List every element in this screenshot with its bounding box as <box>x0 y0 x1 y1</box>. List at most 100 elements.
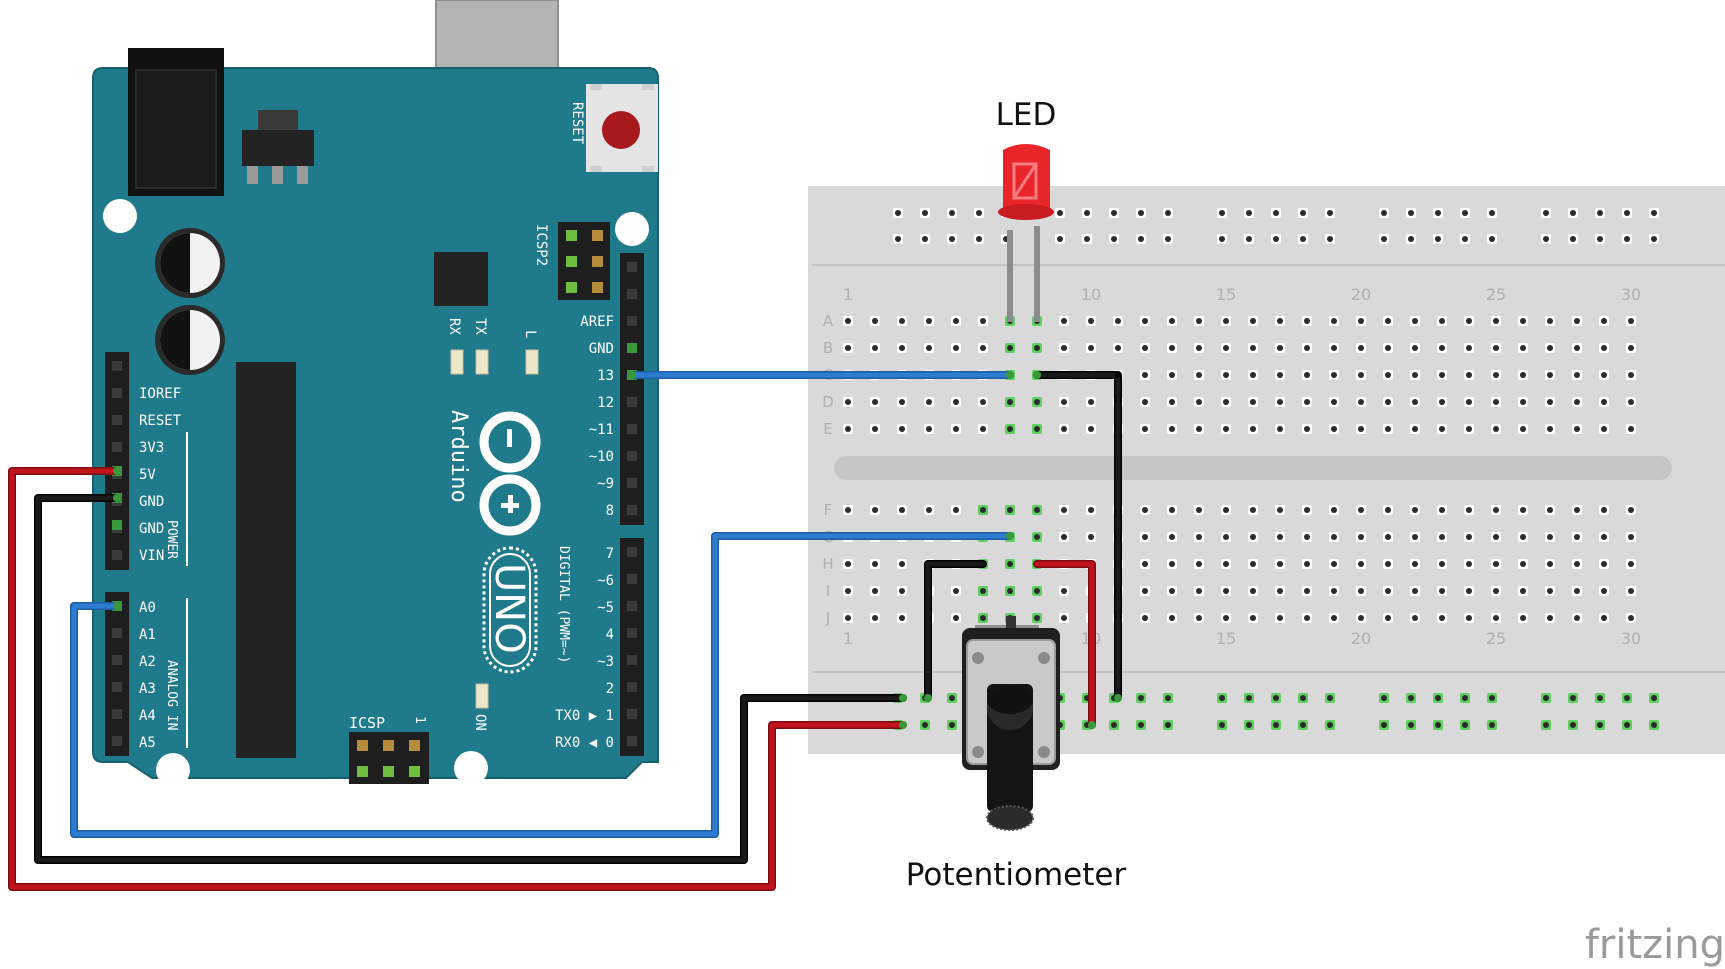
wire-pot-5v-red[interactable] <box>1033 560 1096 729</box>
breadboard-hole-center <box>1466 561 1472 567</box>
pin-labels: IOREFRESET3V35VGNDGNDVINA0A1A2A3A4A5AREF… <box>139 314 614 751</box>
rail-hole-center <box>976 210 982 216</box>
header-pin[interactable] <box>112 655 122 665</box>
breadboard-hole-center <box>1223 399 1229 405</box>
header-pin[interactable] <box>627 478 637 488</box>
breadboard-hole-center <box>1061 507 1067 513</box>
icsp-pin[interactable] <box>383 766 394 777</box>
potentiometer-component[interactable] <box>962 616 1060 831</box>
header-pin[interactable] <box>627 262 637 272</box>
icsp-pin[interactable] <box>409 766 420 777</box>
rail-hole-center <box>1489 722 1495 728</box>
breadboard-hole-center <box>1061 318 1067 324</box>
rail-hole-center <box>1462 210 1468 216</box>
header-pin[interactable] <box>112 550 122 560</box>
header-pin[interactable] <box>627 451 637 461</box>
breadboard-hole-center <box>1439 615 1445 621</box>
row-letter: J <box>825 609 830 627</box>
header-pin[interactable] <box>112 628 122 638</box>
analog-pin-label: A3 <box>139 681 156 697</box>
rail-hole-center <box>1570 236 1576 242</box>
breadboard-hole-center <box>845 345 851 351</box>
icsp-pin[interactable] <box>383 740 394 751</box>
breadboard-hole-center <box>1250 345 1256 351</box>
icsp-pin[interactable] <box>357 740 368 751</box>
header-pin[interactable] <box>627 574 637 584</box>
rail-hole-center <box>1219 210 1225 216</box>
breadboard-hole-center <box>953 588 959 594</box>
header-pin[interactable] <box>627 316 637 326</box>
breadboard-hole-center <box>872 588 878 594</box>
header-pin[interactable] <box>627 682 637 692</box>
power-header <box>105 352 129 570</box>
header-pin[interactable] <box>112 415 122 425</box>
icsp-pin[interactable] <box>357 766 368 777</box>
wire-pot-gnd-black[interactable] <box>924 560 987 702</box>
breadboard-hole-center <box>1088 318 1094 324</box>
rail-hole-center <box>1300 210 1306 216</box>
rail-hole-center <box>1111 722 1117 728</box>
breadboard-hole-center <box>1088 399 1094 405</box>
header-pin[interactable] <box>627 655 637 665</box>
breadboard-hole-center <box>1547 345 1553 351</box>
breadboard-hole-center <box>1628 345 1634 351</box>
power-pin-label: IOREF <box>139 386 181 402</box>
icsp2-pin[interactable] <box>592 230 603 241</box>
column-number: 1 <box>843 629 853 648</box>
breadboard-hole-center <box>1547 426 1553 432</box>
rail-hole-center <box>1435 210 1441 216</box>
header-pin[interactable] <box>627 709 637 719</box>
uno-badge <box>482 546 538 674</box>
header-pin[interactable] <box>627 628 637 638</box>
icsp-pin[interactable] <box>409 740 420 751</box>
icsp2-pin[interactable] <box>592 256 603 267</box>
wire-gnd-black[interactable] <box>34 494 907 864</box>
breadboard-hole-center <box>1628 534 1634 540</box>
header-pin[interactable] <box>112 388 122 398</box>
breadboard-hole-center <box>1358 534 1364 540</box>
header-pin[interactable] <box>627 736 637 746</box>
rail-hole-center <box>1219 695 1225 701</box>
icsp2-pin[interactable] <box>592 282 603 293</box>
rail-hole-center <box>1165 695 1171 701</box>
digital-header-bottom <box>620 538 644 756</box>
regulator-leg <box>272 166 283 184</box>
led-component[interactable] <box>998 144 1054 322</box>
digital-pin-label: ~11 <box>589 422 614 438</box>
breadboard-hole-center <box>1250 534 1256 540</box>
row-letter: A <box>823 312 834 330</box>
breadboard-hole-center <box>1277 426 1283 432</box>
header-pin[interactable] <box>112 736 122 746</box>
rail-hole-center <box>1300 695 1306 701</box>
wire-5v-red[interactable] <box>8 467 907 891</box>
breadboard-hole-center <box>1520 345 1526 351</box>
breadboard-hole-center <box>1520 588 1526 594</box>
icsp2-pin[interactable] <box>566 230 577 241</box>
header-pin[interactable] <box>627 397 637 407</box>
column-number: 20 <box>1351 629 1371 648</box>
rail-hole-center <box>1597 210 1603 216</box>
header-pin[interactable] <box>627 601 637 611</box>
breadboard-holes <box>843 208 1659 730</box>
icsp2-pin[interactable] <box>566 282 577 293</box>
breadboard-hole-center <box>872 615 878 621</box>
breadboard-hole-center <box>1412 345 1418 351</box>
reset-button[interactable] <box>602 111 640 149</box>
breadboard-hole-center <box>953 426 959 432</box>
power-pin-label: GND <box>139 521 164 537</box>
header-pin[interactable] <box>627 289 637 299</box>
rail-hole-center <box>1246 695 1252 701</box>
wire-a0-blue[interactable] <box>70 532 1014 838</box>
header-pin[interactable] <box>112 442 122 452</box>
header-pin[interactable] <box>112 361 122 371</box>
header-pin[interactable] <box>627 505 637 515</box>
breadboard-hole-center <box>1169 507 1175 513</box>
header-pin[interactable] <box>112 682 122 692</box>
header-pin[interactable] <box>627 424 637 434</box>
breadboard-hole-center <box>1304 399 1310 405</box>
header-pin[interactable] <box>627 547 637 557</box>
icsp2-pin[interactable] <box>566 256 577 267</box>
breadboard-hole-center <box>1250 615 1256 621</box>
header-pin[interactable] <box>112 709 122 719</box>
breadboard-hole-center <box>1439 372 1445 378</box>
